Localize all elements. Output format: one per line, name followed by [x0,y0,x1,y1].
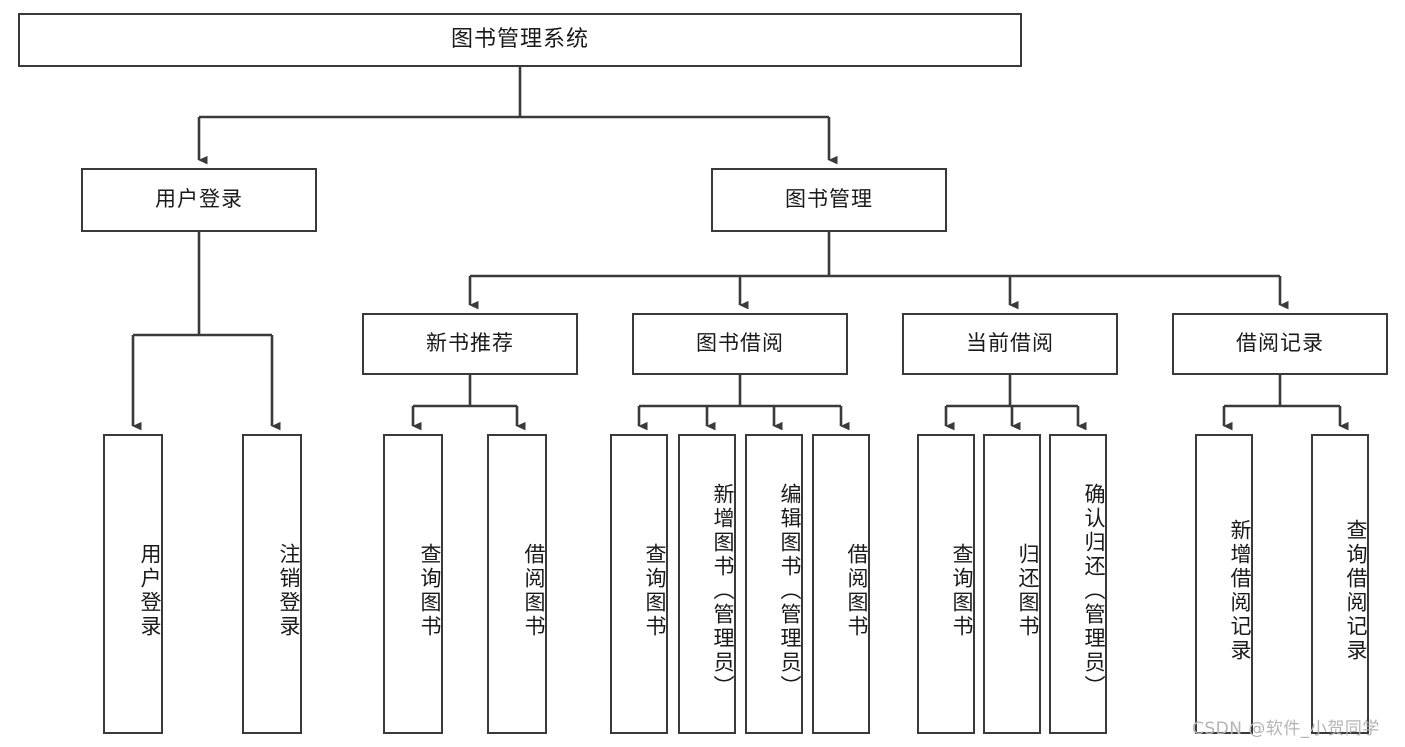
leaf-user-logout-label: 注销登录 [277,543,301,639]
leaf-add-borrow-record[interactable]: 新增借阅记录 [1195,434,1253,734]
leaf-borrow-book-newbook[interactable]: 借阅图书 [487,434,547,734]
leaf-query-book-newbook-label: 查询图书 [418,543,442,639]
csdn-watermark: CSDN @软件_小贺同学 [1192,719,1380,739]
node-user-login-label: 用户登录 [155,187,243,212]
node-borrow-record-label: 借阅记录 [1236,331,1324,356]
leaf-return-book[interactable]: 归还图书 [983,434,1041,734]
node-user-login[interactable]: 用户登录 [81,168,317,232]
leaf-query-borrow-record-label: 查询借阅记录 [1344,519,1368,663]
node-borrow-record[interactable]: 借阅记录 [1172,313,1388,375]
node-book-borrow-label: 图书借阅 [696,331,784,356]
leaf-user-logout[interactable]: 注销登录 [242,434,302,734]
node-root-label: 图书管理系统 [450,26,589,52]
leaf-query-book-current-label: 查询图书 [950,543,974,639]
node-new-book-recommend-label: 新书推荐 [426,331,514,356]
node-current-borrow-label: 当前借阅 [966,331,1054,356]
leaf-borrow-book-newbook-label: 借阅图书 [522,543,546,639]
leaf-add-book-admin[interactable]: 新增图书（管理员） [678,434,736,734]
leaf-lend-book[interactable]: 借阅图书 [812,434,870,734]
leaf-confirm-return-admin[interactable]: 确认归还（管理员） [1049,434,1107,734]
node-book-management-label: 图书管理 [785,187,873,212]
leaf-query-book-borrow[interactable]: 查询图书 [610,434,668,734]
leaf-edit-book-admin[interactable]: 编辑图书（管理员） [745,434,803,734]
node-current-borrow[interactable]: 当前借阅 [902,313,1118,375]
leaf-add-borrow-record-label: 新增借阅记录 [1228,519,1252,663]
leaf-return-book-label: 归还图书 [1016,543,1040,639]
node-root[interactable]: 图书管理系统 [18,13,1022,67]
leaf-edit-book-admin-label: 编辑图书（管理员） [778,483,802,699]
node-book-borrow[interactable]: 图书借阅 [632,313,848,375]
leaf-confirm-return-admin-label: 确认归还（管理员） [1082,483,1106,699]
leaf-query-book-current[interactable]: 查询图书 [917,434,975,734]
node-book-management[interactable]: 图书管理 [711,168,947,232]
leaf-lend-book-label: 借阅图书 [845,543,869,639]
leaf-query-borrow-record[interactable]: 查询借阅记录 [1311,434,1369,734]
leaf-user-login-label: 用户登录 [138,543,162,639]
leaf-query-book-borrow-label: 查询图书 [643,543,667,639]
leaf-add-book-admin-label: 新增图书（管理员） [711,483,735,699]
leaf-query-book-newbook[interactable]: 查询图书 [383,434,443,734]
node-new-book-recommend[interactable]: 新书推荐 [362,313,578,375]
leaf-user-login[interactable]: 用户登录 [103,434,163,734]
